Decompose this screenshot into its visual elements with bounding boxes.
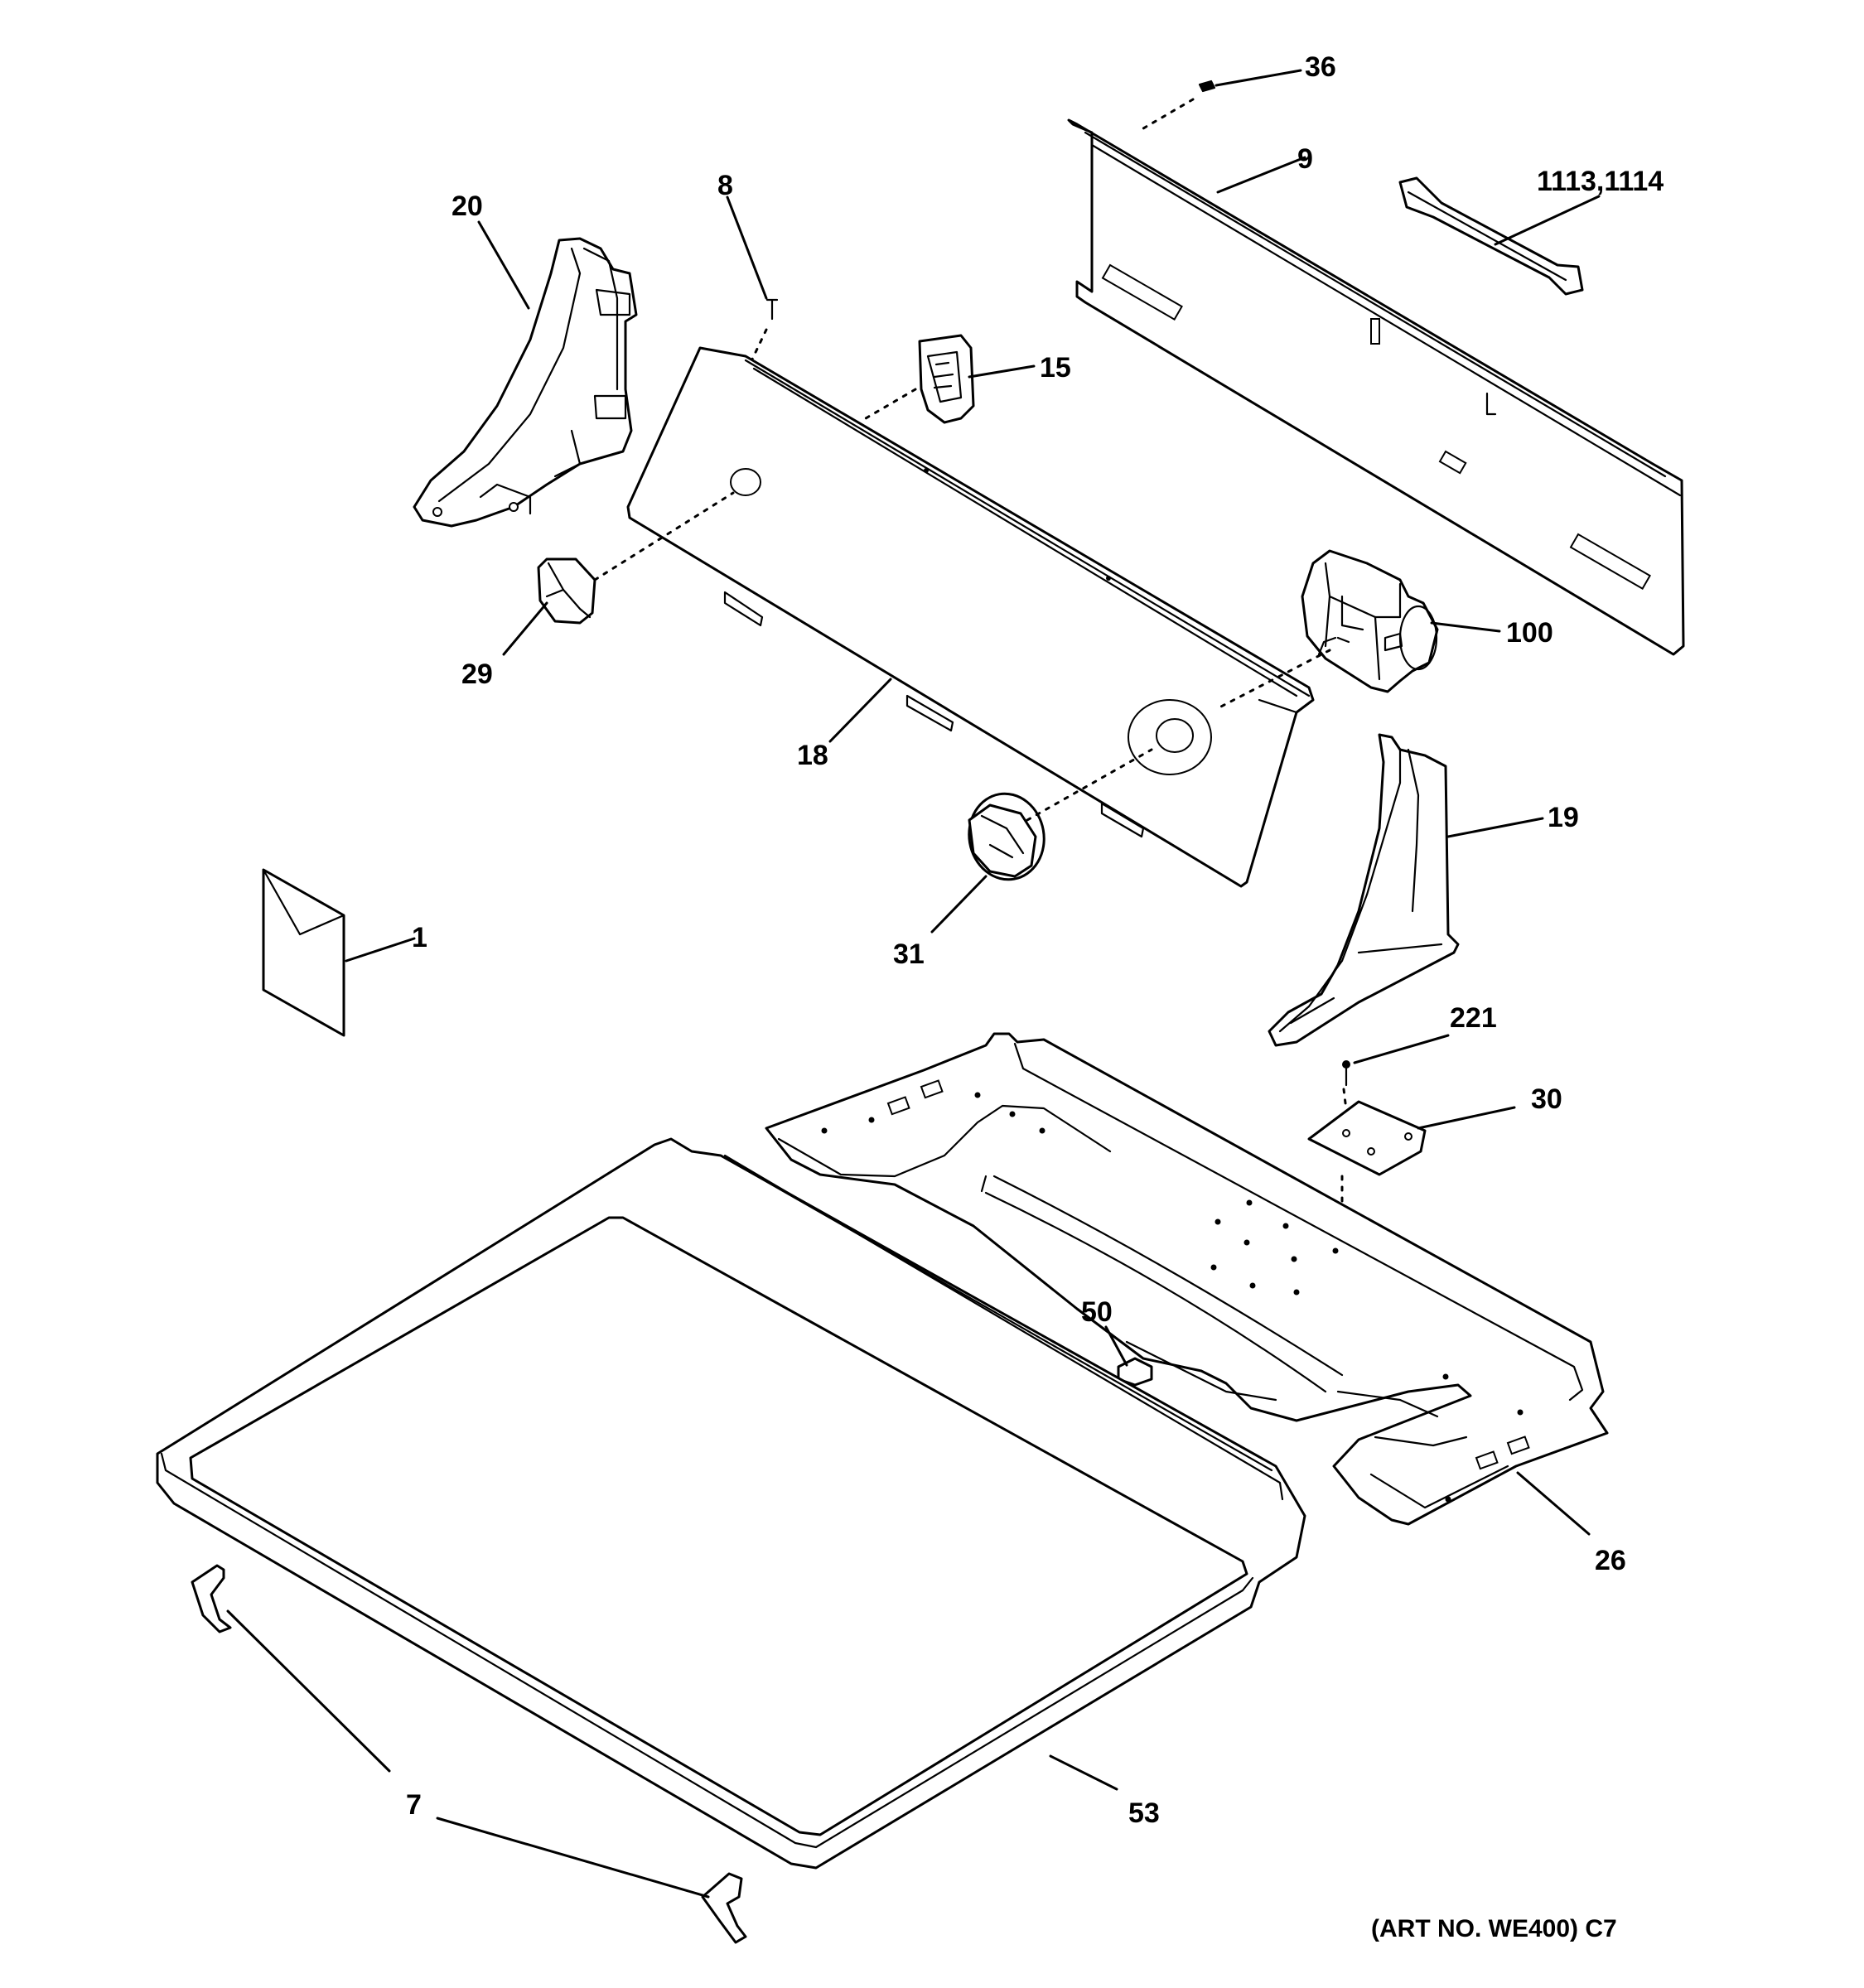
part-9-rear-panel <box>1067 118 1685 656</box>
part-7-clip-left <box>191 1564 232 1633</box>
callout-31: 31 <box>893 939 925 970</box>
part-8-screw <box>748 298 779 366</box>
callout-15: 15 <box>1040 352 1071 384</box>
callout-9: 9 <box>1297 143 1313 175</box>
part-100-timer <box>1216 549 1439 710</box>
callout-18: 18 <box>797 740 828 771</box>
callout-50: 50 <box>1081 1296 1113 1328</box>
part-19-right-endcap <box>1268 733 1460 1047</box>
callout-36: 36 <box>1305 51 1336 83</box>
callout-1113-1114: 1113,1114 <box>1537 166 1664 197</box>
leader-lines <box>226 69 1601 1899</box>
part-15-switch <box>864 334 975 424</box>
part-1113-1114-strap <box>1398 176 1584 296</box>
callout-7: 7 <box>406 1789 422 1821</box>
part-18-control-panel <box>626 346 1315 888</box>
part-36-screw <box>1142 80 1216 130</box>
part-53-top-lid <box>156 1137 1306 1870</box>
callout-1: 1 <box>412 922 427 953</box>
callout-19: 19 <box>1548 802 1579 833</box>
callout-53: 53 <box>1128 1797 1160 1829</box>
callout-100: 100 <box>1506 617 1553 649</box>
callout-8: 8 <box>717 170 733 201</box>
callout-221: 221 <box>1450 1002 1497 1034</box>
part-29-knob <box>537 491 735 625</box>
part-26-main-top <box>765 1032 1609 1526</box>
callout-30: 30 <box>1531 1083 1562 1115</box>
part-221-screw <box>1342 1060 1350 1087</box>
part-1-literature <box>262 868 345 1037</box>
art-number: (ART NO. WE400) C7 <box>1371 1915 1617 1942</box>
part-7-clip-right <box>701 1872 747 1944</box>
part-20-left-endcap <box>413 237 638 528</box>
callout-26: 26 <box>1595 1545 1626 1576</box>
callout-29: 29 <box>461 659 493 690</box>
part-31-knob <box>968 748 1153 881</box>
callout-20: 20 <box>452 191 483 222</box>
callout-labels: 36 9 1113,1114 20 8 15 29 100 18 19 31 1… <box>406 51 1664 1829</box>
